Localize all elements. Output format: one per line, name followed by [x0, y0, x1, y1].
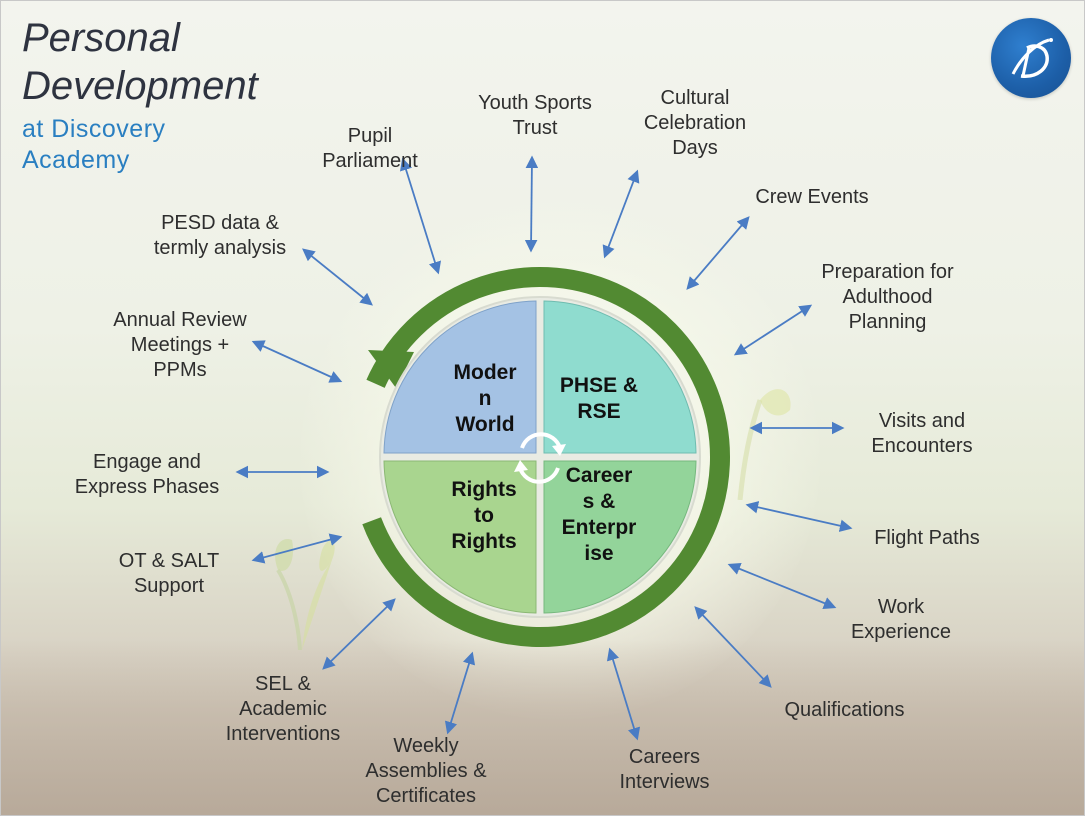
arrow-preparation-adulthood	[733, 304, 813, 356]
arrow-sel-interventions	[322, 598, 396, 670]
quadrant-careers-enterprise	[543, 460, 697, 614]
title-line-2: Development	[22, 64, 258, 108]
label-preparation-for-adulthood: Preparation for Adulthood Planning	[821, 261, 954, 333]
arrow-cultural-celebration	[602, 169, 640, 259]
label-flight-paths: Flight Paths	[874, 527, 980, 549]
label-cultural-celebration-days: Cultural Celebration Days	[643, 87, 747, 159]
arrow-qualifications	[694, 606, 772, 688]
arrow-pesd-data	[302, 248, 373, 306]
label-youth-sports-trust: Youth Sports Trust	[478, 92, 592, 139]
label-visits-and-encounters: Visits and Encounters	[871, 410, 973, 457]
label-pupil-parliament: Pupil Parliament	[322, 125, 418, 172]
label-pesd-data: PESD data & termly analysis	[153, 212, 287, 259]
label-weekly-assemblies: Weekly Assemblies & Certificates	[365, 735, 487, 807]
ring-arrowhead	[368, 350, 414, 388]
soil-background	[0, 640, 1085, 816]
label-sel-interventions: SEL & Academic Interventions	[225, 673, 341, 745]
title-line-1: Personal	[22, 16, 180, 60]
arrow-pupil-parliament	[399, 157, 442, 275]
subtitle-line-1: at Discovery	[22, 115, 166, 143]
arrow-annual-review	[251, 340, 343, 383]
arrow-flight-paths	[745, 501, 853, 532]
wheel-inner-disc	[379, 296, 701, 618]
label-qualifications: Qualifications	[784, 699, 905, 721]
title-block: Personal Development at Discovery Academ…	[22, 14, 258, 176]
quadrant-rights-to-rights	[383, 460, 537, 614]
quadrant-label-phse-rse: PHSE & RSE	[559, 374, 639, 423]
wheel-ring	[350, 267, 730, 647]
arrow-youth-sports-trust	[524, 155, 539, 253]
label-crew-events: Crew Events	[755, 186, 869, 208]
sprout-right-decoration	[737, 389, 791, 500]
quadrant-phse-rse	[543, 300, 697, 454]
label-engage-express: Engage and Express Phases	[74, 451, 220, 498]
arrow-weekly-assemblies	[444, 651, 476, 735]
arrow-ot-salt	[251, 533, 343, 564]
label-careers-interviews: Careers Interviews	[619, 746, 710, 793]
label-ot-salt: OT & SALT Support	[118, 550, 220, 597]
logo-mark-icon	[1011, 38, 1053, 78]
quadrant-modern-world	[383, 300, 537, 454]
arrow-careers-interviews	[606, 647, 641, 741]
refresh-cycle-icon	[514, 432, 566, 484]
label-annual-review: Annual Review Meetings + PPMs	[113, 309, 247, 381]
label-work-experience: Work Experience	[850, 596, 952, 643]
arrow-work-experience	[727, 562, 837, 610]
arrow-crew-events	[686, 216, 750, 290]
quadrant-label-careers-enterprise: Career s & Enterpr ise	[561, 464, 637, 565]
quadrant-label-rights-to-rights: Rights to Rights	[451, 478, 517, 553]
quadrant-label-modern-world: Moder n World	[453, 361, 517, 436]
discovery-academy-logo	[991, 18, 1071, 98]
subtitle-line-2: Academy	[22, 146, 130, 174]
